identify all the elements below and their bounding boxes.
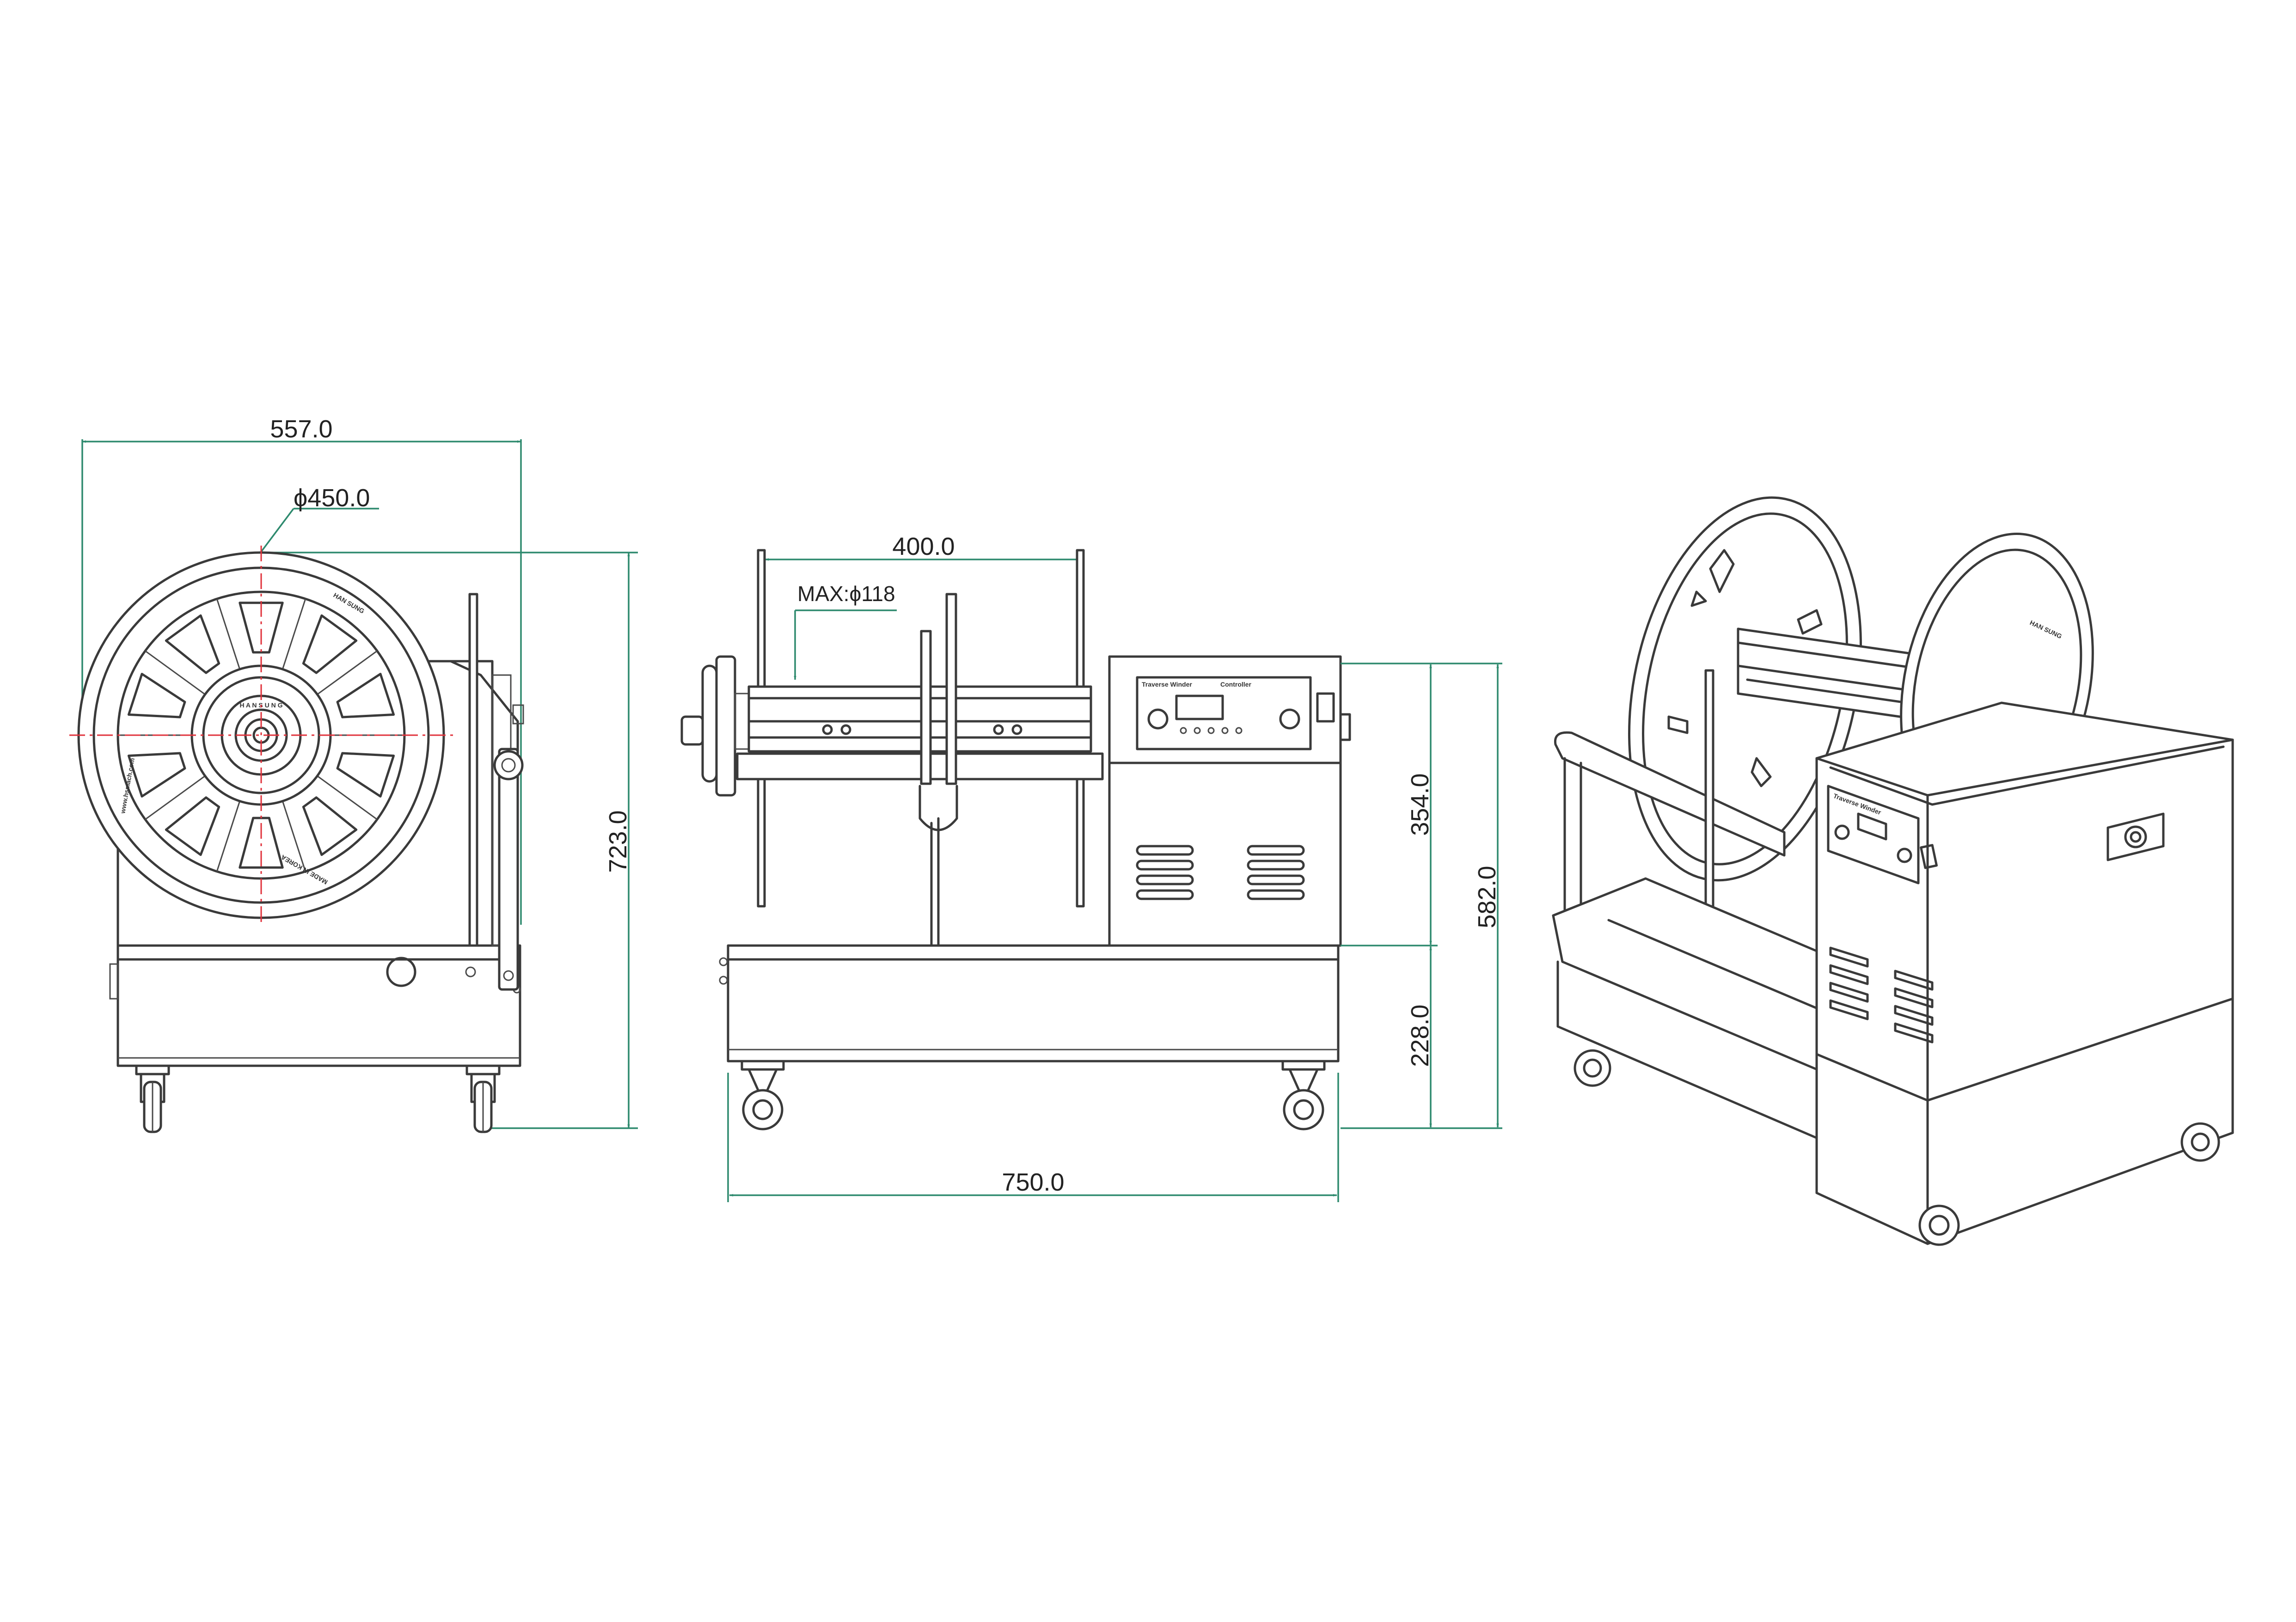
max-diameter-leader: MAX:ϕ118 [794,582,897,680]
reel-width-dim-label: 400.0 [892,533,955,560]
side-traverse-bar [736,752,1104,780]
length-dim-label: 750.0 [1002,1168,1064,1196]
diameter-dimension: ϕ450.0 [258,484,379,556]
side-controller-box: Traverse Winder Controller [1108,655,1351,947]
side-hand-wheel [680,655,750,797]
iso-caster-front [1918,1204,1960,1246]
height-dimension-front: 723.0 [259,552,638,1129]
side-power-switch [1316,692,1335,723]
side-panel-subtitle: Controller [1220,681,1251,688]
side-guide-rod-a [920,630,932,785]
side-caster-left [741,1060,785,1130]
front-view: 557.0 ϕ450.0 723.0 [69,415,638,1133]
length-dimension: 750.0 [727,1073,1339,1202]
width-dim-label: 557.0 [270,415,332,443]
side-guide-rod-b [945,593,957,785]
front-base-cabinet [116,944,521,1067]
side-caster-right [1281,1060,1326,1130]
front-caster-right [465,1064,501,1133]
front-caster-left [135,1064,170,1133]
reel-width-dimension: 400.0 [765,533,1082,561]
base-height-dim-label: 228.0 [1406,1004,1434,1067]
iso-caster-left [1574,1049,1611,1087]
diameter-dim-label: ϕ450.0 [294,484,370,512]
total-height-dim-label: 582.0 [1473,866,1501,928]
iso-bearing [2106,812,2165,861]
width-dimension: 557.0 [81,415,522,925]
side-panel-title: Traverse Winder [1142,681,1192,688]
side-view: 400.0 MAX:ϕ118 [680,533,1502,1202]
front-access-port [386,957,416,987]
side-panel-display [1175,694,1224,720]
side-base [727,944,1340,1063]
vertical-dimensions: 354.0 228.0 582.0 [1341,663,1502,1129]
max-diameter-label: MAX:ϕ118 [797,582,895,606]
height-dim-label: 723.0 [604,810,632,872]
side-traverse-core [736,685,1104,780]
front-guide-rod [468,593,478,947]
isometric-view: HAN SUNG Traverse Winder [1552,496,2234,1246]
front-swing-arm [498,748,519,991]
upper-height-dim-label: 354.0 [1406,773,1434,836]
iso-handle-rail [1554,731,1786,857]
iso-caster-right [2180,1122,2220,1162]
